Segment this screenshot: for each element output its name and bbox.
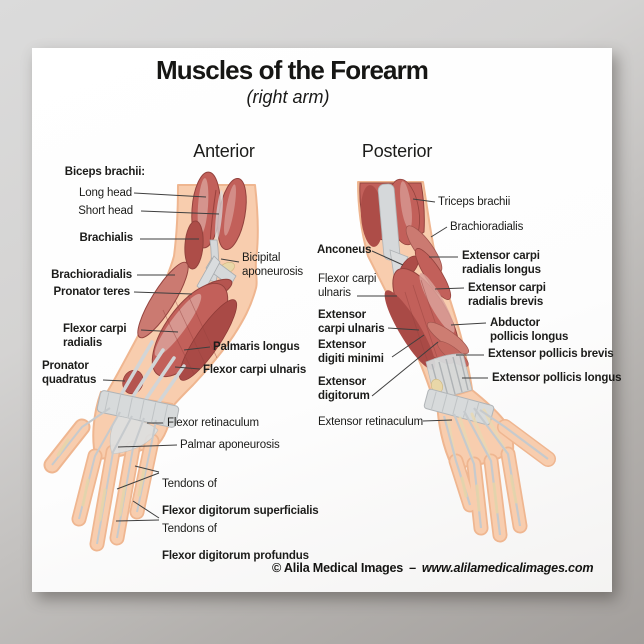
label-brachioradialis-posterior: Brachioradialis [450, 221, 524, 233]
posterior-column-heading: Posterior [361, 141, 433, 161]
label-long-head: Long head [78, 187, 132, 199]
label-flexor-carpi-ulnaris: Flexor carpi ulnaris [203, 364, 307, 376]
tendons-of-text: Tendons of [162, 522, 217, 535]
label-pronator-quadratus: Pronator quadratus [42, 360, 97, 386]
label-extensor-digitorum: Extensor digitorum [318, 376, 370, 402]
copyright-text: © Alila Medical Images [272, 561, 404, 575]
label-palmar-aponeurosis: Palmar aponeurosis [180, 439, 280, 451]
poster-subtitle: (right arm) [246, 87, 330, 107]
label-pronator-teres: Pronator teres [53, 286, 130, 298]
copyright-footer: © Alila Medical Images – www.alilamedica… [272, 561, 594, 575]
label-palmaris-longus: Palmaris longus [213, 341, 300, 353]
label-biceps-brachii-header: Biceps brachii: [64, 166, 145, 178]
tendons-of-text: Tendons of [162, 477, 217, 490]
label-extensor-carpi-radialis-brevis: Extensor carpi radialis brevis [468, 282, 546, 308]
label-extensor-pollicis-longus: Extensor pollicis longus [492, 372, 622, 384]
label-flexor-carpi-ulnaris-posterior: Flexor carpi ulnaris [318, 273, 377, 299]
poster-title: Muscles of the Forearm [155, 55, 429, 85]
label-extensor-retinaculum: Extensor retinaculum [318, 416, 424, 428]
label-flexor-retinaculum: Flexor retinaculum [167, 417, 259, 429]
label-short-head: Short head [78, 205, 133, 217]
label-extensor-carpi-radialis-longus: Extensor carpi radialis longus [462, 250, 541, 276]
label-extensor-pollicis-brevis: Extensor pollicis brevis [488, 348, 614, 360]
website-url: www.alilamedicalimages.com [421, 561, 594, 575]
fdp-text: Flexor digitorum profundus [162, 549, 309, 562]
label-tendons-of-fds: Tendons of Flexor digitorum superficiali… [162, 464, 319, 532]
label-anconeus: Anconeus [317, 244, 372, 256]
label-abductor-pollicis-longus: Abductor pollicis longus [490, 317, 569, 343]
label-tendons-of-fdp: Tendons of Flexor digitorum profundus [162, 509, 309, 577]
label-extensor-carpi-ulnaris: Extensor carpi ulnaris [318, 309, 385, 335]
label-triceps-brachii: Triceps brachii [438, 196, 511, 208]
label-brachioradialis: Brachioradialis [51, 269, 132, 281]
footer-separator: – [409, 561, 416, 575]
anterior-column-heading: Anterior [193, 141, 255, 161]
label-bicipital-aponeurosis: Bicipital aponeurosis [242, 252, 304, 278]
fds-text: Flexor digitorum superficialis [162, 504, 319, 517]
label-brachialis: Brachialis [79, 232, 134, 244]
label-flexor-carpi-radialis: Flexor carpi radialis [63, 323, 127, 349]
label-extensor-digiti-minimi: Extensor digiti minimi [318, 339, 384, 365]
